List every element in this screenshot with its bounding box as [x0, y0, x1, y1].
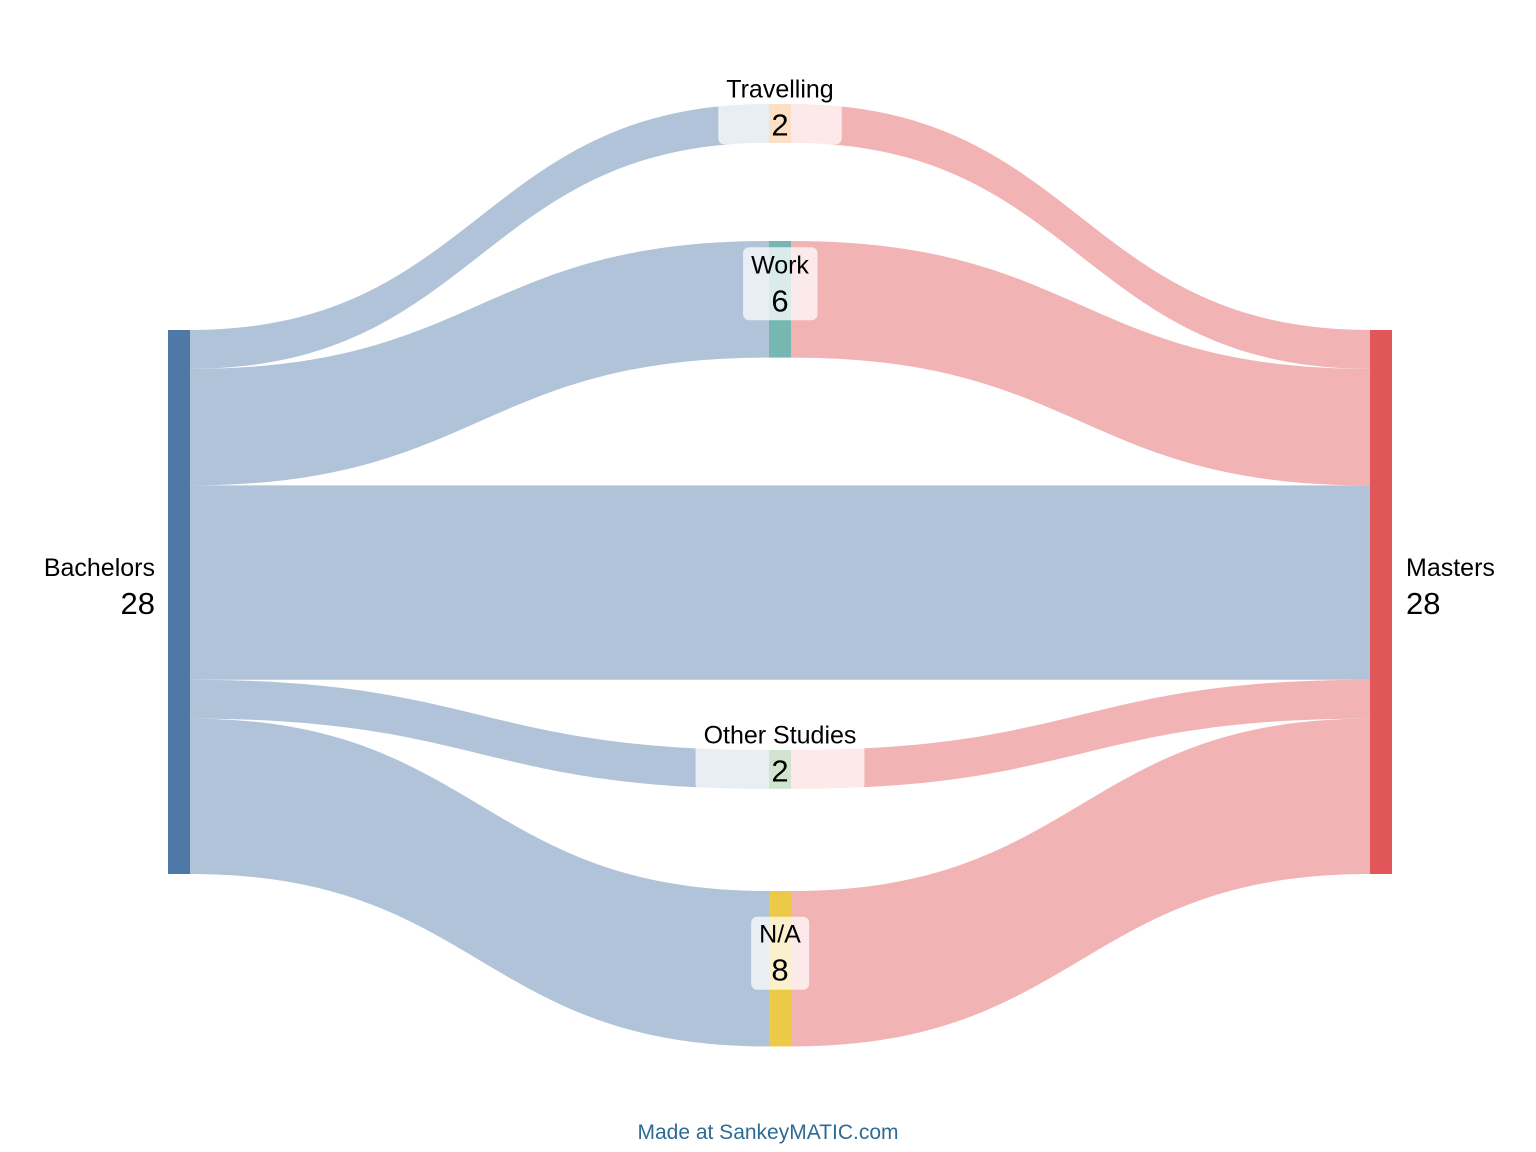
node-name-label: Travelling	[726, 75, 833, 103]
node-value-label: 2	[771, 107, 788, 142]
label-work: Work 6	[743, 247, 818, 321]
label-background	[743, 247, 818, 321]
node-bachelors[interactable]	[168, 330, 190, 874]
node-value-label: 6	[771, 283, 788, 318]
label-masters: Masters 28	[1406, 554, 1495, 621]
node-value-label: 8	[771, 953, 788, 988]
node-value-label: 2	[771, 753, 788, 788]
node-name-label: Other Studies	[704, 721, 857, 749]
flow-bachelors-to-travelling[interactable]	[190, 104, 769, 369]
label-background	[718, 71, 842, 145]
node-name-label: Work	[751, 251, 809, 279]
flow-bachelors-to-other-studies[interactable]	[190, 679, 769, 789]
node-name-label: N/A	[759, 921, 801, 949]
flow-bachelors-to-n-a[interactable]	[190, 718, 769, 1047]
node-name-label: Masters	[1406, 554, 1495, 582]
label-travelling: Travelling 2	[718, 71, 842, 145]
label-background	[695, 717, 865, 791]
node-masters[interactable]	[1370, 330, 1392, 874]
label-background	[751, 916, 810, 990]
footer-credit-link[interactable]: Made at SankeyMATIC.com	[637, 1121, 899, 1144]
node-name-label: Bachelors	[44, 554, 155, 582]
flow-bachelors-to-masters[interactable]	[190, 485, 1370, 680]
flow-other-studies-to-masters[interactable]	[791, 679, 1370, 789]
flow-travelling-to-masters[interactable]	[791, 104, 1370, 369]
node-value-label: 28	[121, 586, 155, 621]
label-other-studies: Other Studies 2	[695, 717, 865, 791]
node-value-label: 28	[1406, 586, 1440, 621]
flow-n-a-to-masters[interactable]	[791, 718, 1370, 1047]
label-bachelors: Bachelors 28	[44, 554, 155, 621]
flow-work-to-masters[interactable]	[791, 241, 1370, 486]
flow-bachelors-to-work[interactable]	[190, 241, 769, 486]
label-n-a: N/A 8	[751, 916, 810, 990]
